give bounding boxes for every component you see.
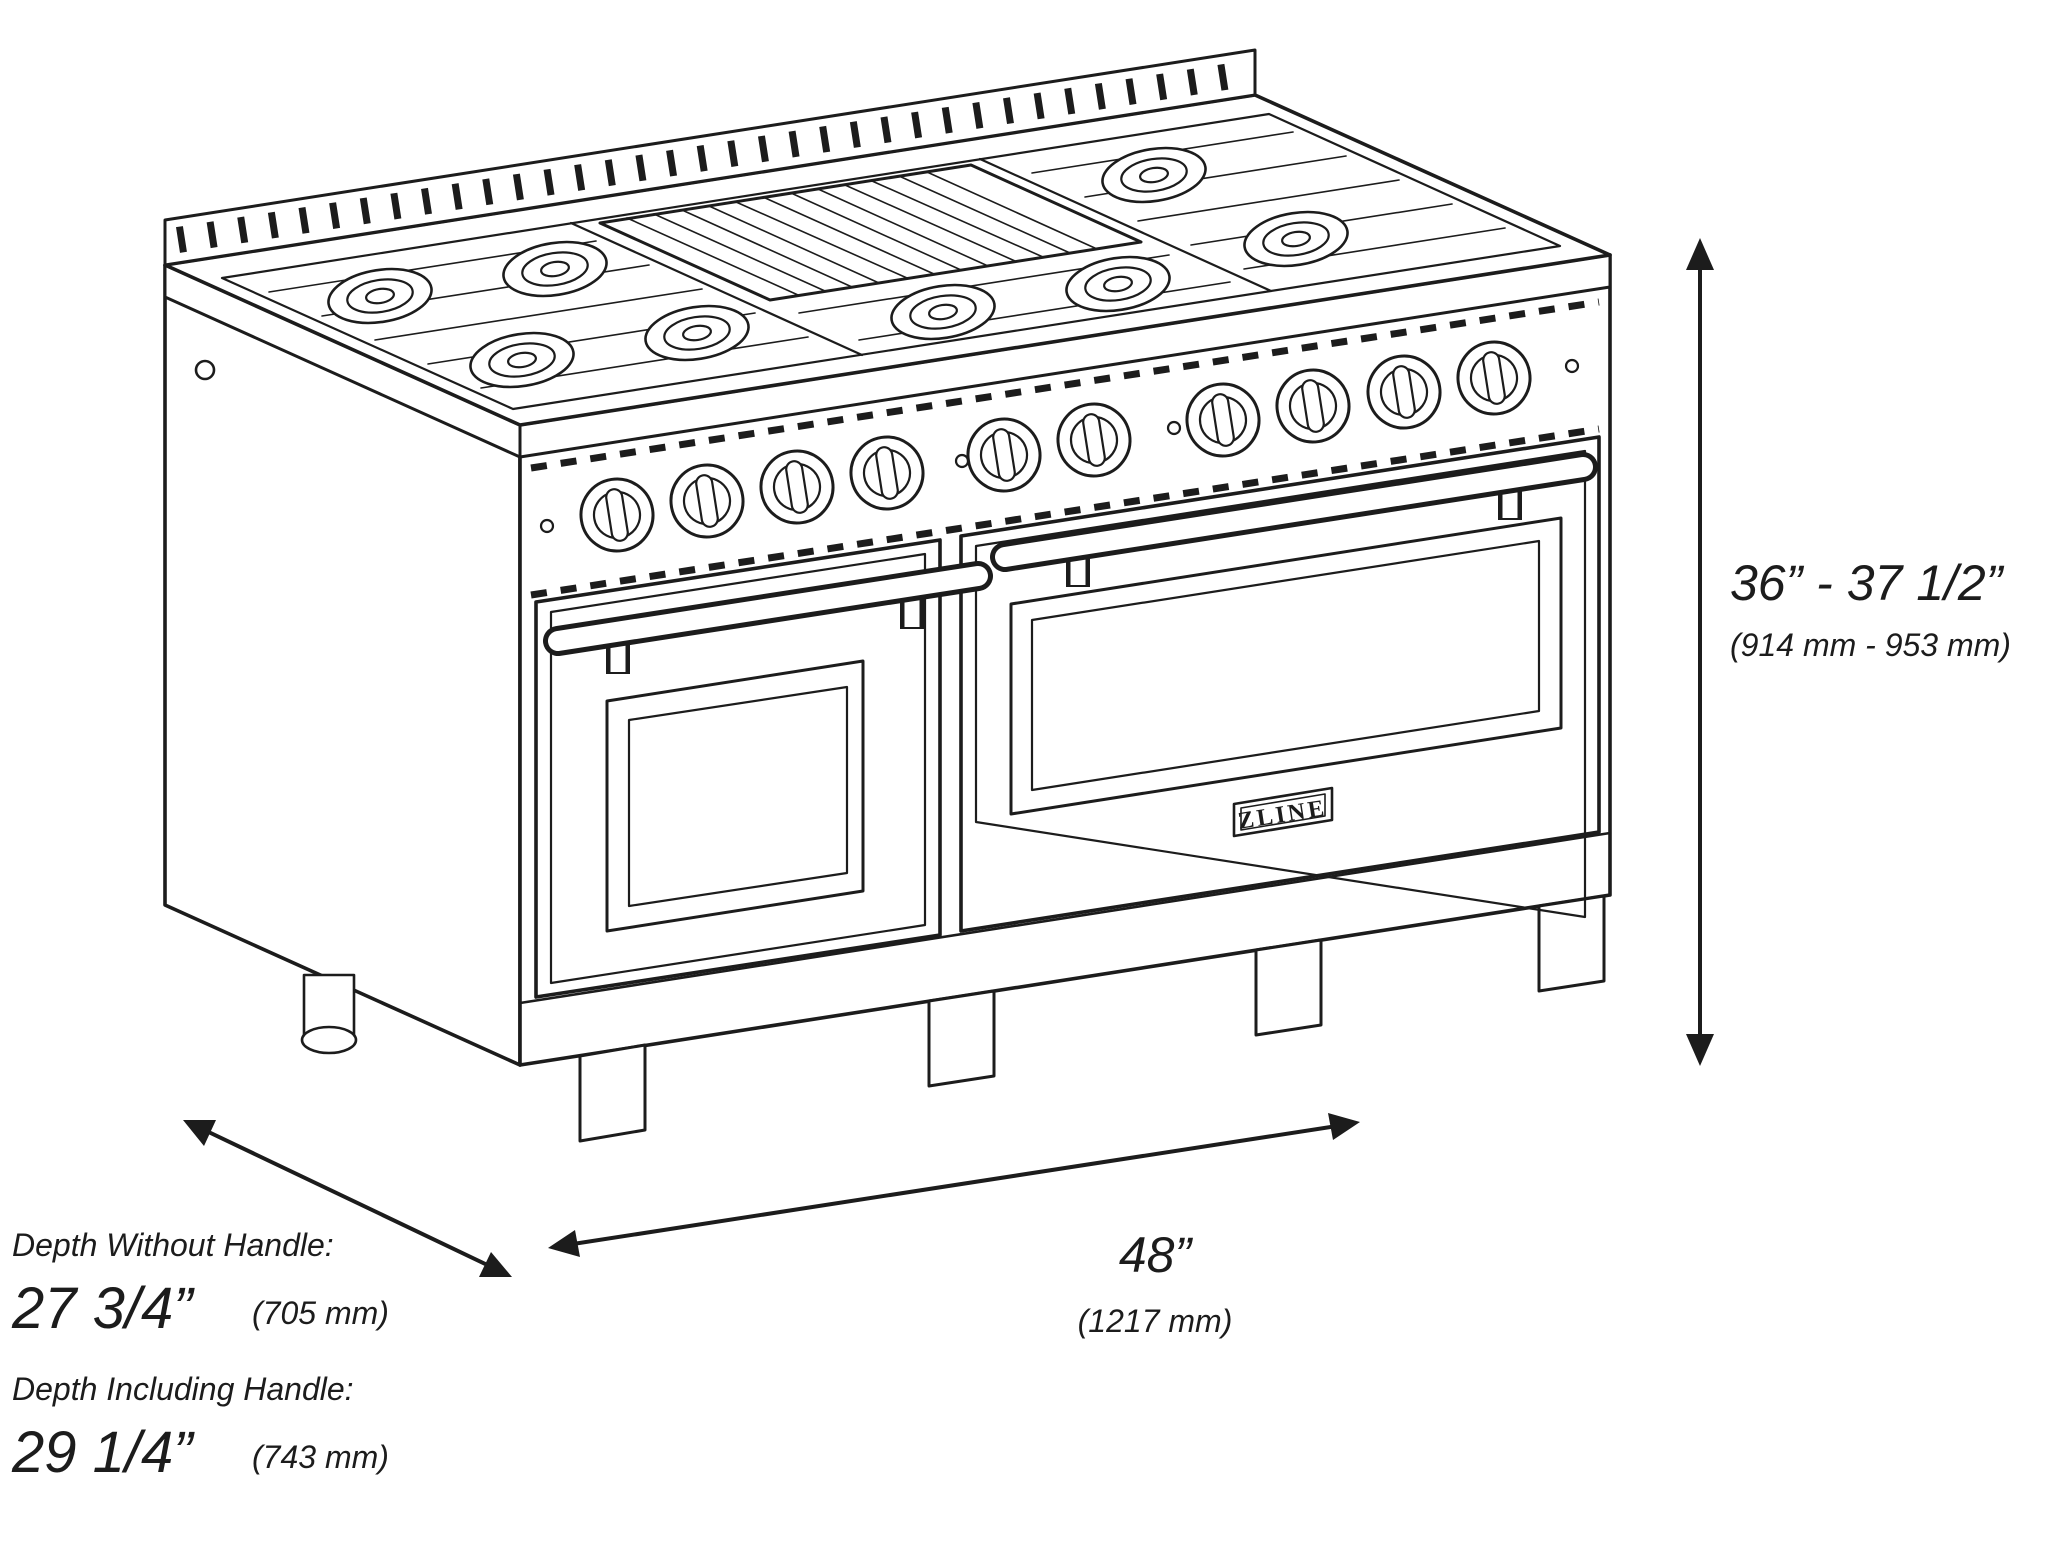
rear-foot xyxy=(300,973,358,1055)
left-oven-door xyxy=(534,538,942,999)
burner xyxy=(469,331,575,389)
oven-knob xyxy=(1366,354,1442,430)
burner-knob xyxy=(966,417,1042,493)
arrowhead-up xyxy=(1686,238,1714,270)
brand-badge-border xyxy=(1240,793,1326,831)
oven-doors: ZLINE xyxy=(534,435,1601,999)
kickplate-line xyxy=(518,831,1612,1005)
width-dimension-line xyxy=(558,1122,1352,1248)
vent-slots-bottom xyxy=(530,425,1600,599)
width-value: 48” xyxy=(1119,1227,1194,1283)
burner-knob xyxy=(759,449,835,525)
rear-foot-pad xyxy=(300,1025,358,1055)
arrowhead-right xyxy=(1328,1113,1360,1140)
legs xyxy=(578,894,1606,1143)
grill-ribs xyxy=(626,171,1098,296)
depth-including-handle-metric: (743 mm) xyxy=(252,1439,389,1475)
left-door-window-frame xyxy=(605,659,865,933)
right-door-handle xyxy=(990,452,1598,587)
burner-knob xyxy=(849,435,925,511)
height-dimension: 36” - 37 1/2” (914 mm - 953 mm) xyxy=(1686,238,2011,1066)
right-door-face xyxy=(959,435,1601,933)
cooktop-edge xyxy=(163,253,1612,459)
width-dimension: 48” (1217 mm) xyxy=(548,1113,1360,1339)
burners xyxy=(327,146,1349,389)
burner xyxy=(1065,255,1171,313)
leg xyxy=(1537,894,1606,993)
burner xyxy=(502,240,608,298)
right-door-inner-line xyxy=(974,449,1587,919)
depth-without-handle-metric: (705 mm) xyxy=(252,1295,389,1331)
backguard xyxy=(163,48,1257,267)
burner xyxy=(327,267,433,325)
oven-knob xyxy=(1185,382,1261,458)
arrowhead-front xyxy=(479,1252,512,1277)
burner xyxy=(890,283,996,341)
left-door-handle xyxy=(543,561,993,674)
burner-knob xyxy=(579,477,655,553)
depth-dimension-line xyxy=(194,1124,502,1273)
range-illustration: ZLINE xyxy=(163,48,1612,1143)
height-metric: (914 mm - 953 mm) xyxy=(1730,627,2011,663)
grate-frame xyxy=(220,112,1562,411)
depth-including-handle-label: Depth Including Handle: xyxy=(12,1371,354,1407)
backguard-face xyxy=(163,48,1257,267)
cooktop xyxy=(163,93,1612,427)
control-panel xyxy=(530,298,1600,599)
arrowhead-back xyxy=(183,1120,216,1146)
right-door-window xyxy=(1030,539,1541,792)
burner xyxy=(644,304,750,362)
height-value: 36” - 37 1/2” xyxy=(1730,555,2005,611)
vent-slots-top xyxy=(530,298,1600,472)
left-door-inner-line xyxy=(549,552,927,985)
panel-screws xyxy=(539,358,1580,534)
arrowhead-down xyxy=(1686,1034,1714,1066)
burner-knob xyxy=(1056,402,1132,478)
left-door-face xyxy=(534,538,942,999)
brand-badge-plate xyxy=(1232,786,1334,838)
burner xyxy=(1101,146,1207,204)
width-metric: (1217 mm) xyxy=(1078,1303,1233,1339)
knobs xyxy=(579,340,1532,553)
depth-including-handle-value: 29 1/4” xyxy=(11,1420,195,1485)
burner xyxy=(1243,210,1349,268)
grate-divider xyxy=(569,221,864,357)
leg xyxy=(1254,938,1323,1037)
depth-without-handle-value: 27 3/4” xyxy=(11,1276,195,1341)
depth-without-handle-label: Depth Without Handle: xyxy=(12,1227,334,1263)
leg xyxy=(927,989,996,1088)
oven-knob xyxy=(1275,368,1351,444)
leg xyxy=(578,1043,647,1143)
right-oven-door: ZLINE xyxy=(959,435,1601,933)
burner-knob xyxy=(669,463,745,539)
side-vent-hole xyxy=(194,359,216,381)
left-door-window xyxy=(627,685,849,908)
rear-foot-post xyxy=(302,973,356,1037)
right-door-window-frame xyxy=(1009,516,1563,816)
oven-knob xyxy=(1456,340,1532,416)
depth-dimension: Depth Without Handle: 27 3/4” (705 mm) D… xyxy=(11,1120,512,1485)
arrowhead-left xyxy=(548,1230,580,1257)
backguard-slats xyxy=(175,61,1247,253)
grate-divider xyxy=(978,157,1273,293)
grill-plate xyxy=(598,163,1143,302)
